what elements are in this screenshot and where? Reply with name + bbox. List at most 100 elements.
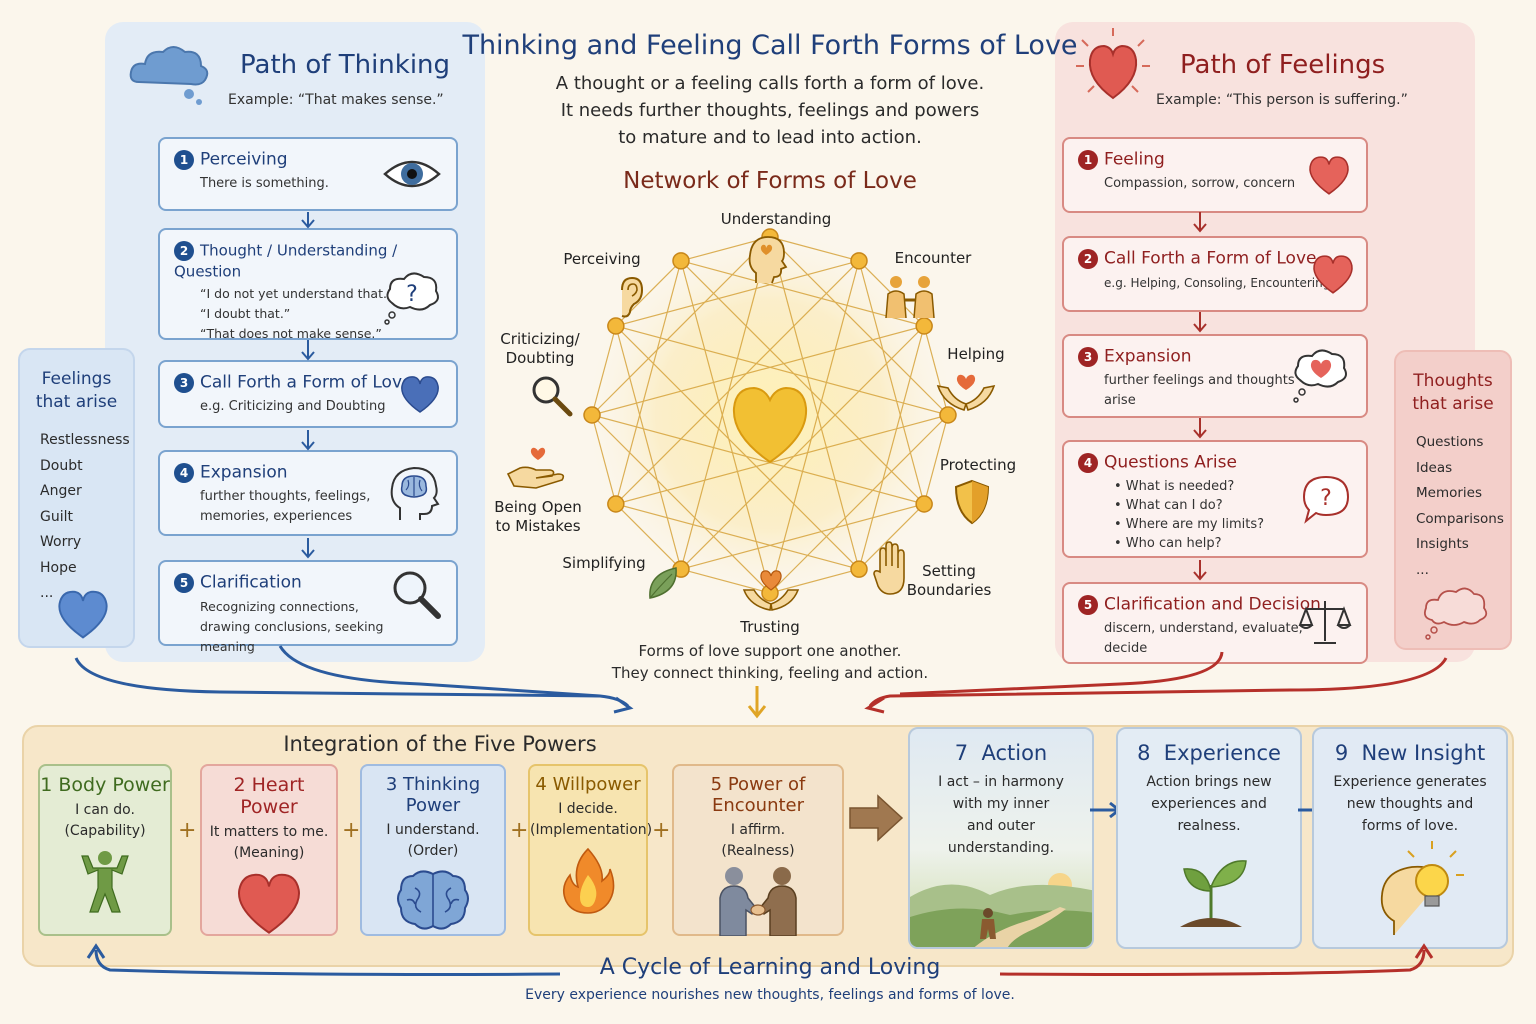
ear-icon [621,276,644,318]
page-title: Thinking and Feeling Call Forth Forms of… [462,30,1078,61]
network-edge [769,260,860,594]
page-subtitle: A thought or a feeling calls forth a for… [555,73,985,148]
thinking-panel-bg [105,22,485,662]
central-heart-icon [732,386,808,464]
leaf-icon [649,567,677,599]
network-node [850,560,868,578]
blue-heart-icon [58,590,108,639]
network-edge [769,236,860,570]
network-edge [615,325,682,570]
network-node [850,252,868,270]
node-label-simplifying: Simplifying [562,554,646,572]
step-number: 1 [1078,149,1098,170]
strong-figure-icon [81,851,129,913]
network-edge [615,260,682,505]
step-number: 5 [174,572,194,593]
people-encounter-icon [885,276,935,319]
list-item: Anger [40,483,82,499]
network-edge [680,260,925,505]
network-graph [580,225,960,605]
list-item: ... [1416,561,1429,578]
plus-sign: + [510,818,529,843]
network-edge [591,414,925,505]
eye-icon [383,160,441,188]
step-number: 4 [1078,452,1098,473]
step-title: Clarification [200,572,302,593]
list-item: Memories [1416,485,1483,501]
thought-cloud-icon [1423,587,1488,640]
list-item: Questions [1416,434,1484,450]
handshake-icon [719,867,797,937]
network-edge [680,260,771,594]
step-number: 2 [1078,248,1098,269]
red-heart-icon [1313,255,1353,294]
hands-heart-icon [936,374,996,411]
network-edge [769,236,860,262]
plus-sign: + [342,818,361,843]
network-edge [615,260,860,327]
network-edge [615,325,860,570]
step-number: 5 [1078,594,1098,615]
magnifier-icon [393,571,441,620]
big-right-arrow-icon [849,794,904,842]
step-title: Expansion [200,462,288,483]
network-edge [615,503,682,570]
network-edge [680,260,925,327]
step-number: 3 [174,372,194,393]
cloud-icon [129,46,209,105]
network-edge [615,325,949,416]
flow-arrows [74,645,1448,719]
list-item: Restlessness [40,432,130,448]
hands-heart-icon [742,570,800,611]
node-label-perceiving: Perceiving [563,250,641,268]
magnifier-icon [532,376,573,417]
step-number: 4 [174,462,194,483]
step-title: Questions Arise [1104,452,1237,473]
step-title: Call Forth a Form of Love [1104,248,1317,269]
network-edge [923,325,949,416]
step-number: 2 [174,240,194,261]
blue-heart-icon [401,376,439,413]
network-node [915,317,933,335]
network-edge [858,503,925,570]
thinking-step-arrows [301,212,315,559]
power-card-body: 1 Body Power I can do.(Capability) [38,764,172,936]
network-node [915,495,933,513]
thoughts-list: Questions Ideas Memories Comparisons Ins… [1406,430,1504,583]
network-node [607,495,625,513]
network-edge [615,503,860,570]
hand-heart-icon [506,447,565,489]
brain-icon [397,870,469,930]
lightbulb-head-icon [1380,841,1464,935]
network-edge [769,568,860,594]
step-title: Clarification and Decision [1104,594,1321,615]
heart-thought-icon [1293,349,1347,403]
power-card-thinking: 3 Thinking Power I understand.(Order) [360,764,506,936]
plus-sign: + [652,818,671,843]
list-item: Doubt [40,457,83,474]
brain-head-icon [390,466,440,520]
power-card-encounter: 5 Power of Encounter I affirm.(Realness) [672,764,844,937]
cycle-subtitle: Every experience nourishes new thoughts,… [525,987,1015,1003]
step-number: 1 [174,149,194,170]
list-item: Guilt [40,508,73,525]
cycle-title: A Cycle of Learning and Loving [599,955,941,980]
step-title: Perceiving [200,149,288,170]
network-edge [680,236,771,570]
power-card-will: 4 Willpower I decide.(Implementation) [528,764,652,936]
step-number: 3 [1078,346,1098,367]
network-edge [591,414,771,594]
